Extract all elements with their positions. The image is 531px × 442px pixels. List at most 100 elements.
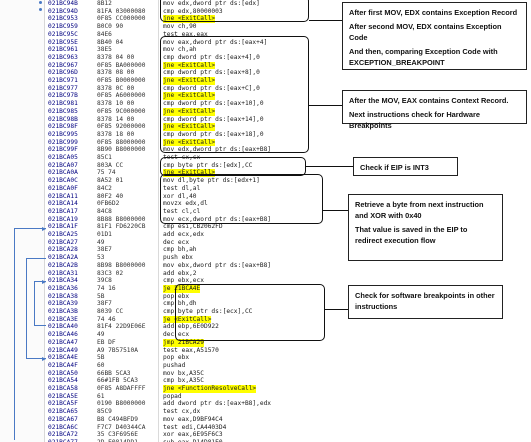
opcode-bytes-cell: 75 74 [97,169,116,177]
opcode-bytes-cell: 8A52 01 [97,177,124,185]
instruction-cell: jne <ExitCall> [163,77,216,85]
address-cell: 021BCA19 [48,215,78,223]
address-cell: 021BCA34 [48,277,78,285]
connector-line [325,309,348,311]
instruction-cell: pop ebx [163,292,190,300]
opcode-bytes-cell: 49 [97,331,105,339]
connector-line [306,166,353,168]
instruction-cell: cmp ebx,ecx [163,277,204,285]
instruction-cell: jne <ExitCall> [163,138,216,147]
opcode-bytes-cell: 84C8 [97,207,112,215]
instruction-row[interactable]: 021BCA772D E0814DD1sub eax,D14D81E0 [0,439,350,442]
address-cell: 021BC96D [48,69,78,77]
instruction-cell: test eax,eax [163,30,208,38]
instruction-cell: mov bx,A35C [163,369,204,377]
instruction-cell: mov ch,ah [163,46,197,54]
address-cell: 021BC98B [48,115,78,123]
instruction-cell: sub eax,D14D81E0 [163,439,223,442]
address-cell: 021BCA2A [48,254,78,262]
jump-arrow-head [42,279,46,284]
opcode-bytes-cell: 60 [97,361,105,369]
instruction-cell: cmp bh,ah [163,246,197,254]
instruction-cell: test edi,CA4403D4 [163,423,227,431]
opcode-bytes-cell: B0C0 90 [97,23,124,31]
note-text: After second MOV, EDX contains Exception… [349,22,502,42]
note-xor-redirect: Retrieve a byte from next instruction an… [348,194,503,261]
address-cell: 021BCA58 [48,385,78,392]
breakpoint-dot [39,8,42,11]
instruction-cell: jne <ExitCall> [163,169,216,178]
instruction-cell: test eax,A51570 [163,346,219,354]
opcode-bytes-cell: 01D1 [97,231,112,238]
opcode-bytes-cell: 0F85 CC000000 [97,15,146,23]
address-cell: 021BCA54 [48,377,78,385]
jump-arrow-line [26,258,27,358]
address-cell: 021BCA47 [48,338,78,346]
instruction-cell: cmp dword ptr ds:[eax+C],0 [163,84,260,92]
instruction-cell: xor eax,6E95F6C3 [163,431,223,439]
opcode-bytes-cell: 38F7 [97,300,112,308]
instruction-cell: jne <FunctionResolveCall> [163,385,257,393]
opcode-bytes-cell: 8378 14 00 [97,115,135,123]
note-text: Check for software breakpoints in other … [355,291,495,311]
column-separator [158,0,159,442]
